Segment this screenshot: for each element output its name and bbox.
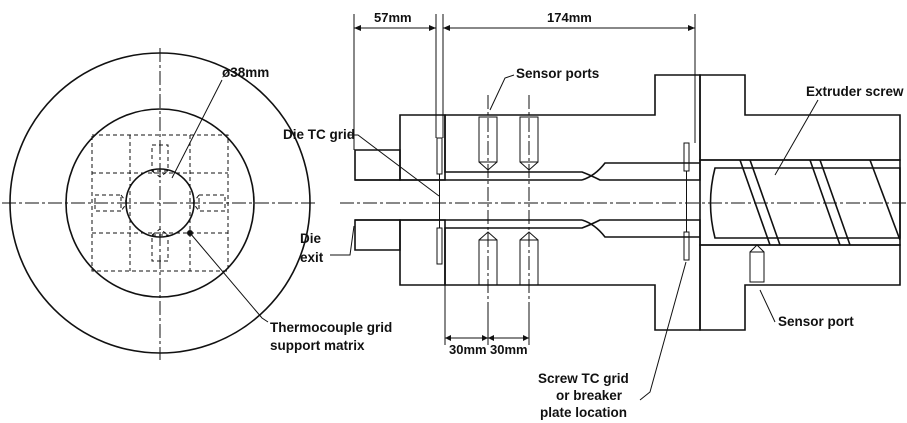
- dim-30mm-a: 30mm: [449, 342, 487, 357]
- diameter-label: ø38mm: [222, 65, 269, 80]
- radial-port-right: [192, 194, 226, 212]
- die-tc-grid-top: [436, 137, 443, 175]
- sensor-port-label: Sensor port: [778, 314, 854, 329]
- die-exit-label-1: Die: [300, 231, 322, 246]
- dim-57mm: 57mm: [374, 10, 412, 25]
- die-tc-grid-label: Die TC grid: [283, 127, 355, 142]
- dim-30mm-b: 30mm: [490, 342, 528, 357]
- tc-support-label-1: Thermocouple grid: [270, 320, 392, 335]
- die-body-top: [399, 114, 446, 181]
- screw-tc-label-1: Screw TC grid: [538, 371, 629, 386]
- adapter-bottom: [444, 219, 701, 331]
- adapter-top: [444, 74, 701, 181]
- die-nose-bottom: [354, 219, 401, 251]
- sensor-ports-label: Sensor ports: [516, 66, 599, 81]
- tc-support-label-2: support matrix: [270, 338, 365, 353]
- radial-port-top: [151, 144, 169, 178]
- screw-tc-label-3: plate location: [540, 405, 627, 420]
- barrel-sensor-port: [749, 244, 765, 283]
- die-nose-top: [354, 149, 401, 181]
- die-body-bottom: [399, 219, 446, 286]
- radial-port-left: [94, 194, 128, 212]
- end-view: [2, 48, 318, 360]
- screw-tc-grid-top: [683, 142, 690, 172]
- extruder-screw-label: Extruder screw: [806, 84, 904, 99]
- screw-tc-label-2: or breaker: [556, 388, 623, 403]
- die-exit-label-2: exit: [300, 250, 324, 265]
- dim-174mm: 174mm: [547, 10, 592, 25]
- die-tc-grid-bottom: [436, 227, 443, 265]
- section-view: [330, 14, 907, 401]
- radial-port-bottom: [151, 228, 169, 262]
